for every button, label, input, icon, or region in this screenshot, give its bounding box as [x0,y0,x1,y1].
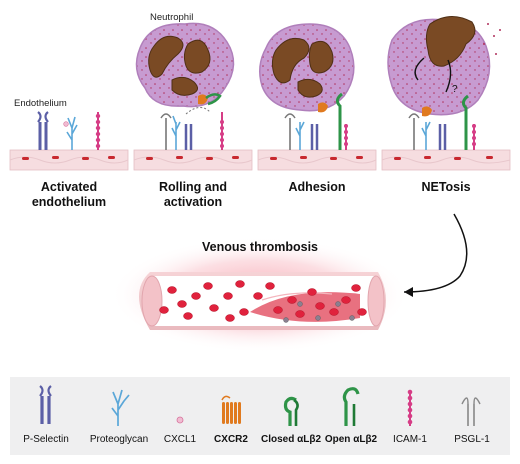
closed-integrin-icon [283,396,299,426]
neutrophil-netosis: ? [387,16,501,117]
p-selectin-icon [39,385,52,424]
stage-line1: NETosis [421,180,471,194]
rolling-tether [160,107,224,150]
legend-label-cxcl1: CXCL1 [163,434,197,445]
stage-activated-endothelium: Activated endothelium [10,180,128,210]
stage-line2: activation [163,195,223,209]
stage-line2: endothelium [31,195,107,209]
cxcl1-icon [176,416,184,424]
endothelium-strip-3 [257,149,377,171]
legend-label-open-integrin: Open αLβ2 [324,434,378,445]
endothelium-strip-4 [381,149,511,171]
proteoglycan-receptor [63,116,78,150]
legend-label-icam1: ICAM-1 [393,434,427,445]
p-selectin-receptor [37,111,49,150]
red-blood-cells [159,280,367,322]
endothelium-strip-1 [9,149,129,171]
neutrophil-label: Neutrophil [150,12,194,23]
netosis-to-thrombosis-arrow [403,213,468,297]
adhesion-bonds [284,92,348,150]
proteoglycan-icon [111,389,130,426]
legend-label-proteoglycan: Proteoglycan [89,434,149,445]
svg-text:?: ? [452,84,458,95]
venous-thrombosis-title: Venous thrombosis [202,240,318,254]
icam1-icon [407,389,413,426]
stage-netosis: NETosis [382,180,510,195]
open-integrin-icon [342,387,360,426]
stage-adhesion: Adhesion [258,180,376,195]
legend-label-psgl1: PSGL-1 [454,434,490,445]
stage-line1: Rolling and [158,180,228,194]
legend-label-p-selectin: P-Selectin [23,434,69,445]
legend-panel [10,377,510,455]
cxcr2-icon [221,395,241,424]
endothelium-strip-2 [133,149,253,171]
legend-label-cxcr2: CXCR2 [214,434,248,445]
netosis-bonds [408,94,476,150]
neutrophil-adhered [259,23,355,113]
stage-rolling-activation: Rolling and activation [134,180,252,210]
platelets [283,301,355,323]
stage-line1: Adhesion [288,180,346,194]
neutrophil-rolling [135,22,235,108]
stage-line1: Activated [40,180,98,194]
legend-label-closed-integrin: Closed αLβ2 [260,434,322,445]
psgl1-icon [461,397,481,426]
endothelium-label: Endothelium [14,98,67,109]
icam1-receptor [95,112,101,150]
thrombosed-vessel [110,237,410,353]
